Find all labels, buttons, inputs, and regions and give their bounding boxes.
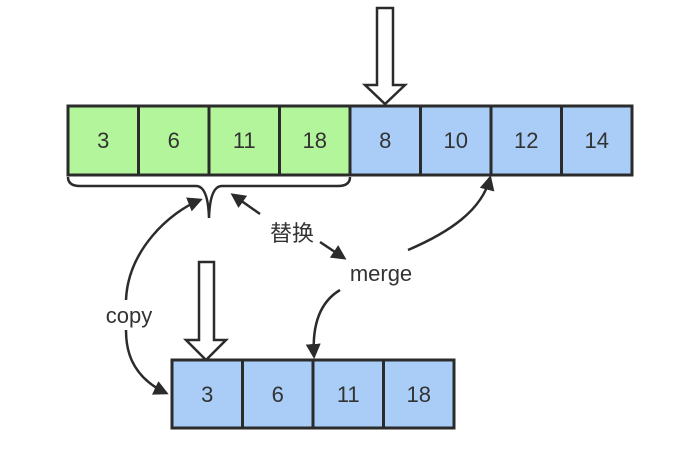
bottom-cell-value: 11 [337, 382, 360, 407]
top-cell-value: 18 [303, 128, 327, 153]
copy-label: copy [106, 303, 152, 328]
curly-brace [66, 176, 352, 219]
swap-arrow-lower [319, 240, 347, 260]
top-array: 3 6 11 18 8 10 12 14 [66, 104, 634, 177]
merge-label: merge [350, 261, 412, 286]
top-cell-value: 14 [585, 128, 609, 153]
top-cell: 11 [207, 104, 281, 177]
top-cell-value: 6 [168, 128, 180, 153]
top-cell-value: 3 [97, 128, 109, 153]
copy-arrow [124, 200, 200, 393]
swap-arrow-upper [230, 193, 261, 216]
top-cell-value: 12 [514, 128, 538, 153]
bottom-cell: 11 [311, 358, 385, 430]
top-cell: 14 [560, 104, 634, 177]
top-cell: 3 [66, 104, 140, 177]
top-cell-value: 10 [444, 128, 468, 153]
top-cell: 12 [489, 104, 563, 177]
bottom-cell: 6 [241, 358, 315, 430]
top-cell: 18 [278, 104, 352, 177]
bottom-cell: 18 [382, 358, 456, 430]
top-pointer-icon [361, 6, 409, 106]
bottom-pointer-icon [182, 260, 230, 362]
bottom-cell-value: 3 [201, 382, 213, 407]
top-cell: 8 [348, 104, 422, 177]
top-cell: 6 [137, 104, 211, 177]
top-cell-value: 11 [233, 128, 256, 153]
top-cell-value: 8 [379, 128, 391, 153]
bottom-array: 3 6 11 18 [170, 358, 456, 430]
bottom-cell-value: 18 [407, 382, 431, 407]
merge-arrow-up [407, 175, 495, 252]
top-cell: 10 [419, 104, 493, 177]
merge-arrow-down [305, 288, 341, 359]
bottom-cell: 3 [170, 358, 244, 430]
bottom-cell-value: 6 [272, 382, 284, 407]
swap-label: 替换 [270, 221, 314, 246]
